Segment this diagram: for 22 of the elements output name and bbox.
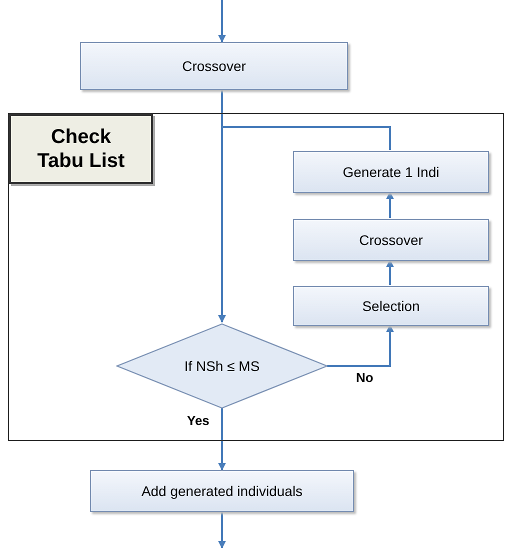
process-box — [90, 470, 354, 512]
node-text: Crossover — [182, 56, 246, 76]
arrow — [218, 126, 391, 323]
node-text: Selection — [362, 296, 420, 316]
arrow — [218, 0, 226, 43]
arrow — [218, 408, 226, 471]
node-text: Add generated individuals — [141, 482, 303, 501]
arrow — [218, 512, 226, 548]
group-frame — [8, 113, 504, 441]
edge-label: No — [354, 370, 376, 385]
process-box — [293, 286, 489, 326]
process-box — [293, 219, 489, 261]
node-text: Generate 1 Indi — [342, 162, 440, 182]
process-box — [80, 42, 348, 90]
node-text: If NSh ≤ MS — [184, 356, 260, 376]
group-title: Check Tabu List — [36, 125, 126, 173]
process-box — [293, 151, 489, 193]
arrow — [386, 259, 394, 285]
node-text: Crossover — [359, 230, 423, 250]
arrow — [386, 191, 394, 218]
edge-label: Yes — [185, 413, 212, 428]
arrow — [327, 324, 394, 367]
